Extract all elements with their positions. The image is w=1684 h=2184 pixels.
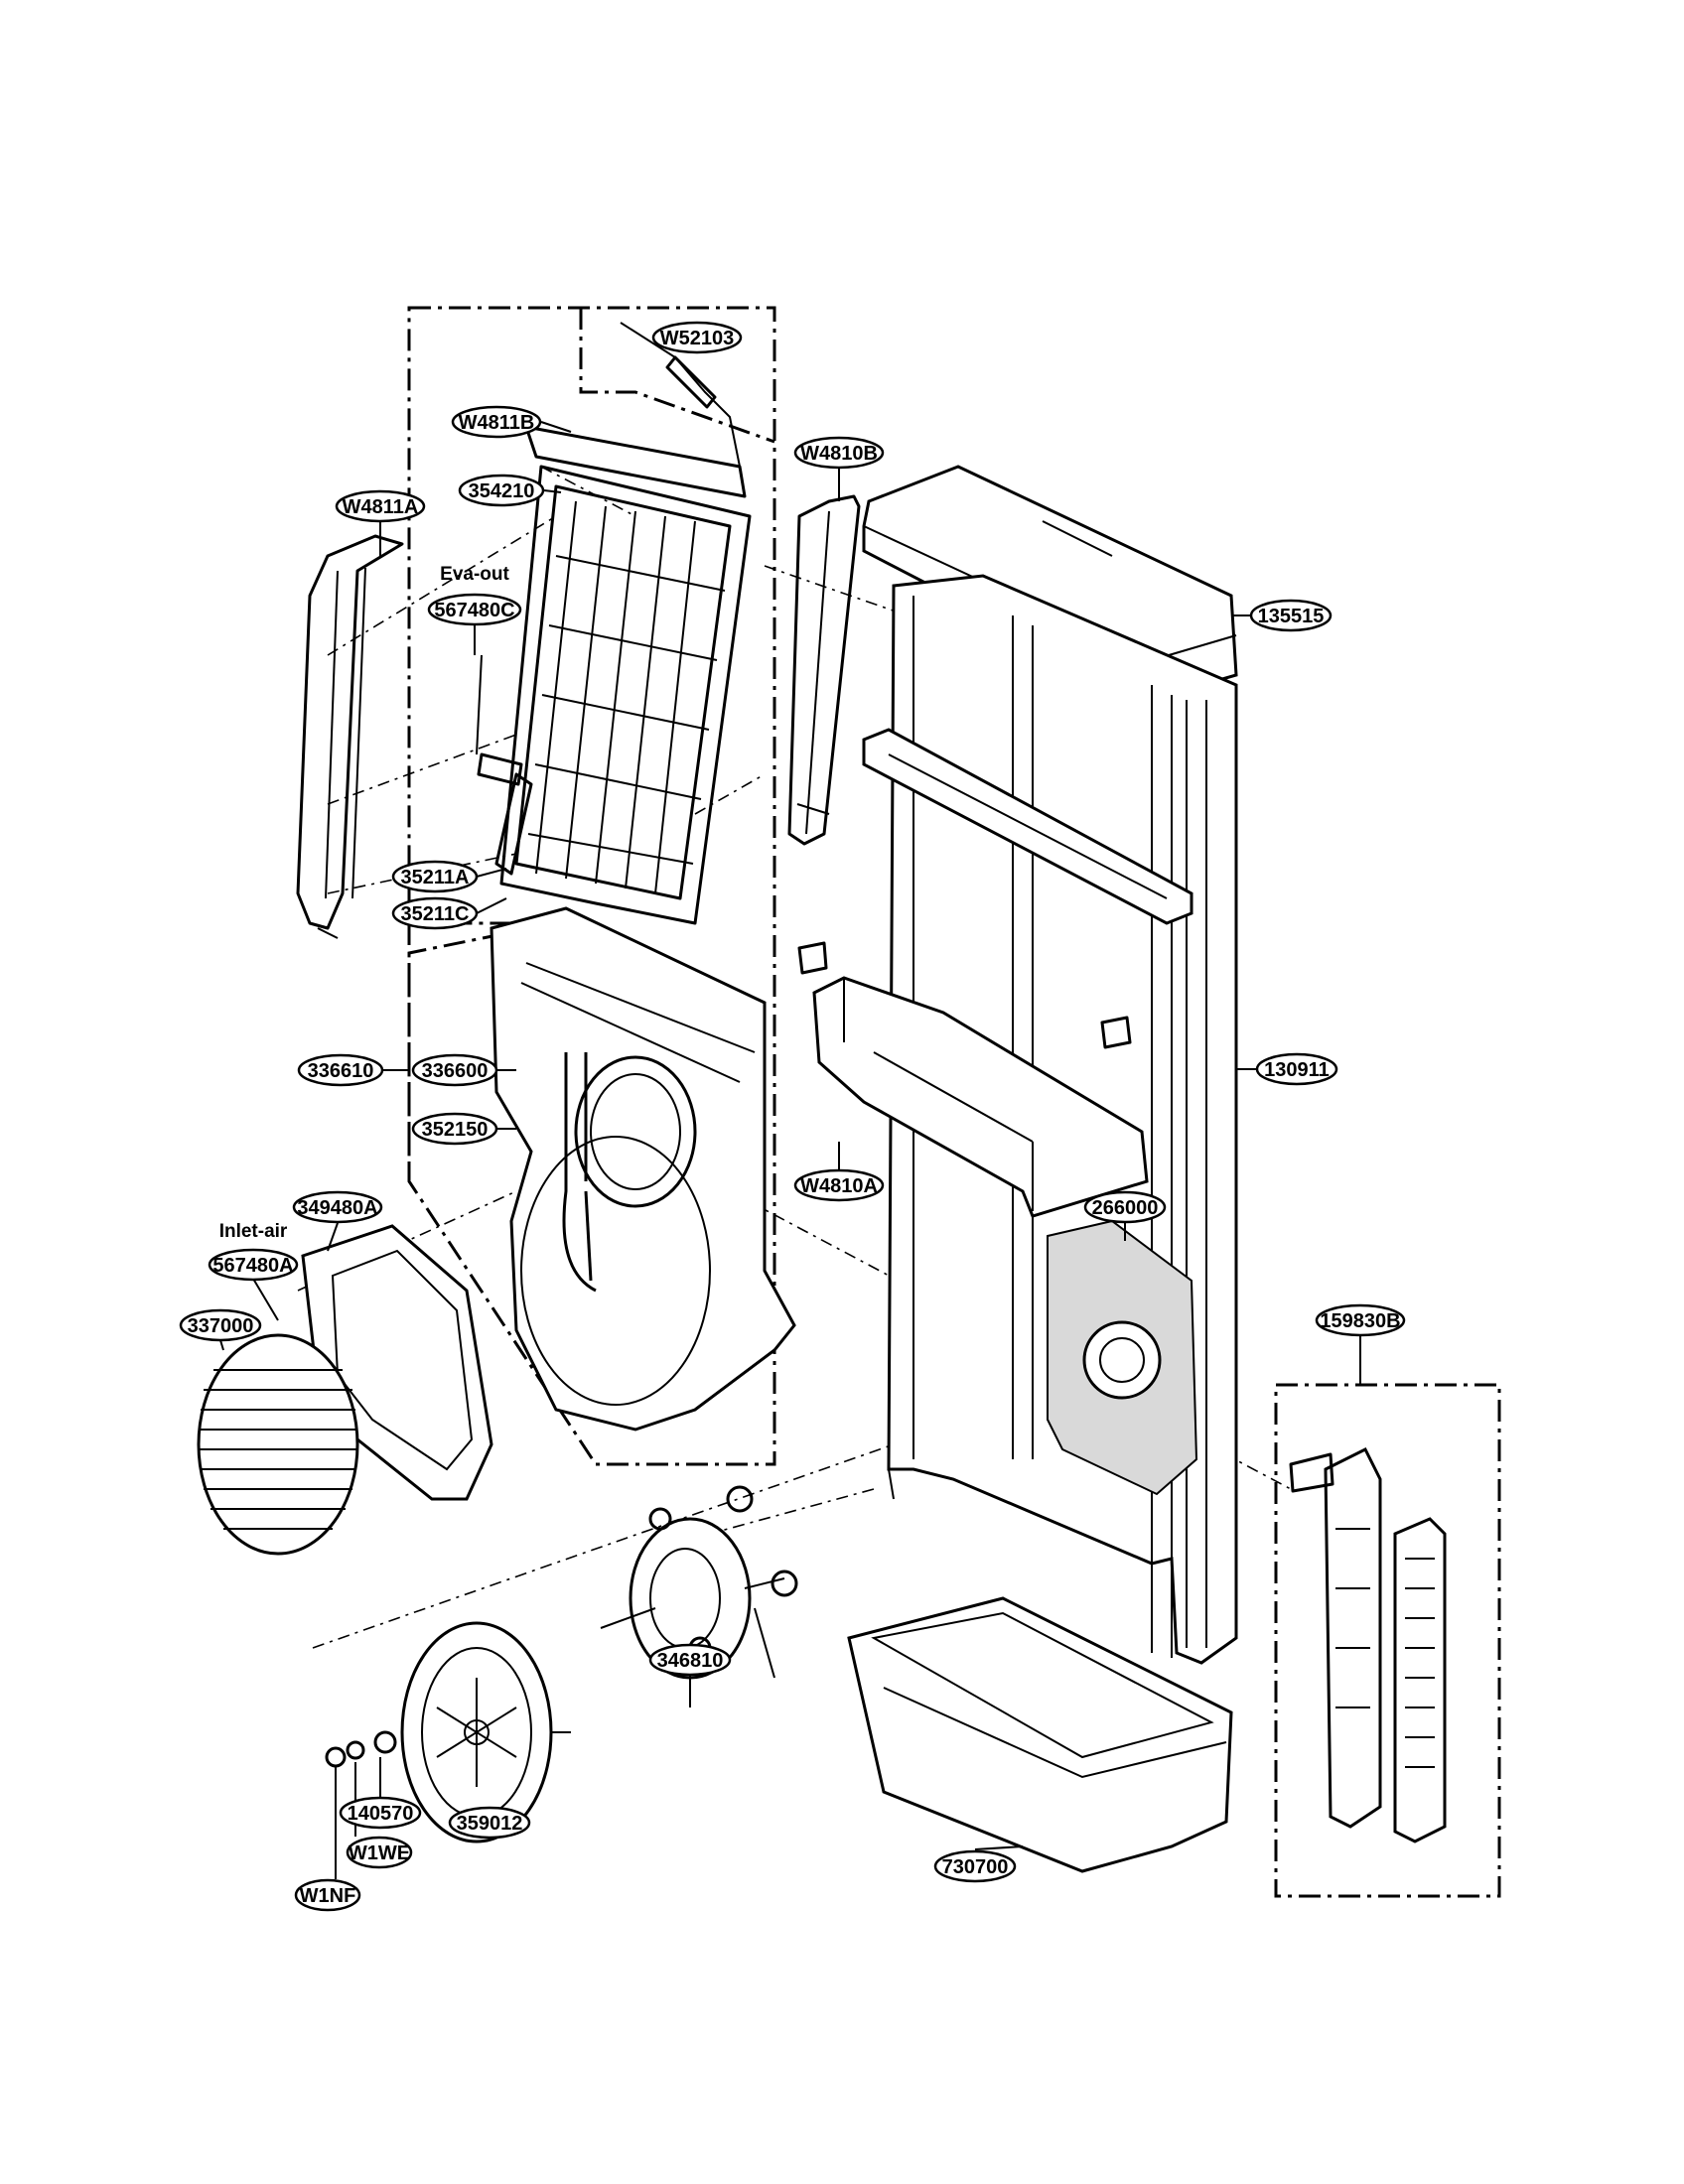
side-panel-left xyxy=(296,534,404,939)
callout-W4810B: W4810B xyxy=(793,436,885,470)
label-35211C: 35211C xyxy=(401,903,470,925)
label-337000: 337000 xyxy=(188,1315,254,1337)
louver-assembly xyxy=(1289,1446,1447,1843)
label-W1NF: W1NF xyxy=(300,1885,356,1907)
callout-359012: 359012 xyxy=(448,1806,531,1840)
label-354210: 354210 xyxy=(469,480,535,502)
callout-567480A: 567480A xyxy=(208,1248,299,1282)
blower-fan xyxy=(400,1621,571,1843)
label-inlet-air: Inlet-air xyxy=(219,1221,288,1242)
callout-354210: 354210 xyxy=(458,474,545,507)
callout-W4811B: W4811B xyxy=(451,405,542,439)
label-336610: 336610 xyxy=(308,1060,374,1082)
inlet-grille xyxy=(197,1333,359,1556)
label-359012: 359012 xyxy=(457,1813,523,1835)
drain-hose xyxy=(562,1052,697,1293)
label-W1WE: W1WE xyxy=(349,1843,410,1864)
callout-W4811A: W4811A xyxy=(335,489,426,523)
scroll-housing xyxy=(490,906,796,1432)
callout-337000: 337000 xyxy=(179,1308,262,1342)
callout-567480C: 567480C xyxy=(427,593,522,626)
side-panel-right xyxy=(787,494,861,846)
callout-346810: 346810 xyxy=(648,1643,732,1677)
callout-349480A: 349480A xyxy=(292,1190,383,1224)
label-W4811A: W4811A xyxy=(343,496,419,518)
control-bracket xyxy=(797,941,1149,1218)
label-346810: 346810 xyxy=(657,1650,724,1672)
drain-pan xyxy=(847,1596,1233,1873)
label-567480A: 567480A xyxy=(212,1255,293,1277)
label-W4810B: W4810B xyxy=(800,443,878,465)
callout-336600: 336600 xyxy=(411,1053,498,1087)
callout-730700: 730700 xyxy=(933,1849,1017,1883)
label-159830B: 159830B xyxy=(1320,1310,1400,1332)
callout-35211A: 35211A xyxy=(391,860,479,893)
callout-336610: 336610 xyxy=(297,1053,384,1087)
fasteners xyxy=(325,1730,397,1768)
callout-W1NF: W1NF xyxy=(294,1878,361,1912)
label-130911: 130911 xyxy=(1264,1059,1330,1081)
callout-140570: 140570 xyxy=(339,1796,422,1830)
label-W4811B: W4811B xyxy=(459,412,535,434)
label-W52103: W52103 xyxy=(660,328,735,349)
label-140570: 140570 xyxy=(348,1803,414,1825)
evaporator-coil xyxy=(476,425,752,925)
callout-W1WE: W1WE xyxy=(346,1836,413,1869)
callout-266000: 266000 xyxy=(1083,1190,1167,1224)
label-349480A: 349480A xyxy=(297,1197,377,1219)
label-352150: 352150 xyxy=(422,1119,489,1141)
label-730700: 730700 xyxy=(942,1856,1009,1878)
label-266000: 266000 xyxy=(1092,1197,1159,1219)
label-336600: 336600 xyxy=(422,1060,489,1082)
label-W4810A: W4810A xyxy=(800,1175,878,1197)
callout-130911: 130911 xyxy=(1255,1052,1338,1086)
label-567480C: 567480C xyxy=(434,600,514,621)
label-135515: 135515 xyxy=(1258,606,1325,627)
callout-W52103: W52103 xyxy=(651,321,743,354)
callout-135515: 135515 xyxy=(1249,599,1333,632)
label-eva-out: Eva-out xyxy=(440,564,509,585)
callout-35211C: 35211C xyxy=(391,896,479,930)
label-35211A: 35211A xyxy=(401,867,470,888)
callout-W4810A: W4810A xyxy=(793,1168,885,1202)
callout-352150: 352150 xyxy=(411,1112,498,1146)
callout-159830B: 159830B xyxy=(1315,1303,1406,1337)
sensor-wire xyxy=(620,322,741,468)
